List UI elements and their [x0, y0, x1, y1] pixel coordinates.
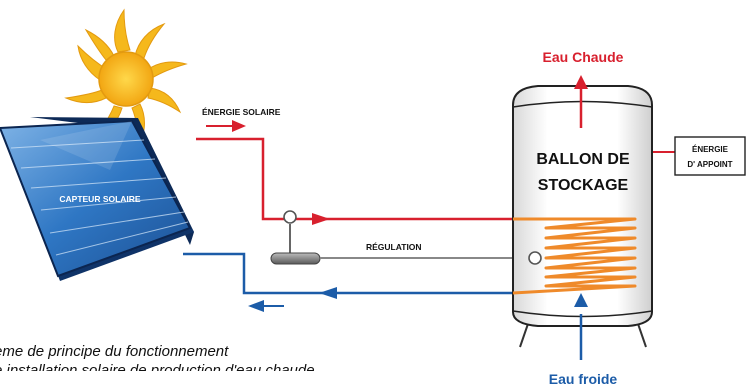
energie-appoint-label-line2: D' APPOINT: [687, 160, 732, 169]
solar-energy-arrow: [206, 120, 246, 132]
regulation-valve-icon: [270, 252, 321, 265]
diagram-caption: ème de principe du fonctionnement e inst…: [0, 342, 464, 371]
cold-pipe: [183, 252, 513, 295]
cold-flow-arrow-2: [248, 300, 284, 312]
capteur-solaire-label: CAPTEUR SOLAIRE: [59, 194, 141, 204]
energie-appoint-box: [674, 136, 746, 176]
heat-exchanger-coil: [512, 217, 637, 295]
cold-flow-arrow-1: [319, 287, 337, 299]
solar-panel: [0, 117, 194, 281]
hot-water-outlet-arrow: [574, 75, 588, 128]
ballon-label-line1: BALLON DE: [536, 151, 630, 168]
ballon-label-line2: STOCKAGE: [538, 177, 629, 194]
tank-sensor-overlay-icon: [528, 251, 542, 265]
hot-flow-arrow: [312, 213, 330, 225]
caption-line2: e installation solaire de production d'e…: [0, 362, 315, 371]
caption-line1: ème de principe du fonctionnement: [0, 343, 229, 360]
regulation-label: RÉGULATION: [366, 242, 422, 252]
energie-appoint-label-line1: ÉNERGIE: [692, 145, 729, 154]
hot-sensor-icon: [283, 210, 297, 224]
energie-solaire-label: ÉNERGIE SOLAIRE: [202, 107, 281, 117]
eau-chaude-label: Eau Chaude: [543, 49, 624, 65]
cold-water-inlet-arrow: [574, 293, 588, 360]
eau-froide-label: Eau froide: [549, 371, 618, 385]
storage-tank: [512, 85, 653, 348]
hot-pipe: [196, 137, 513, 221]
